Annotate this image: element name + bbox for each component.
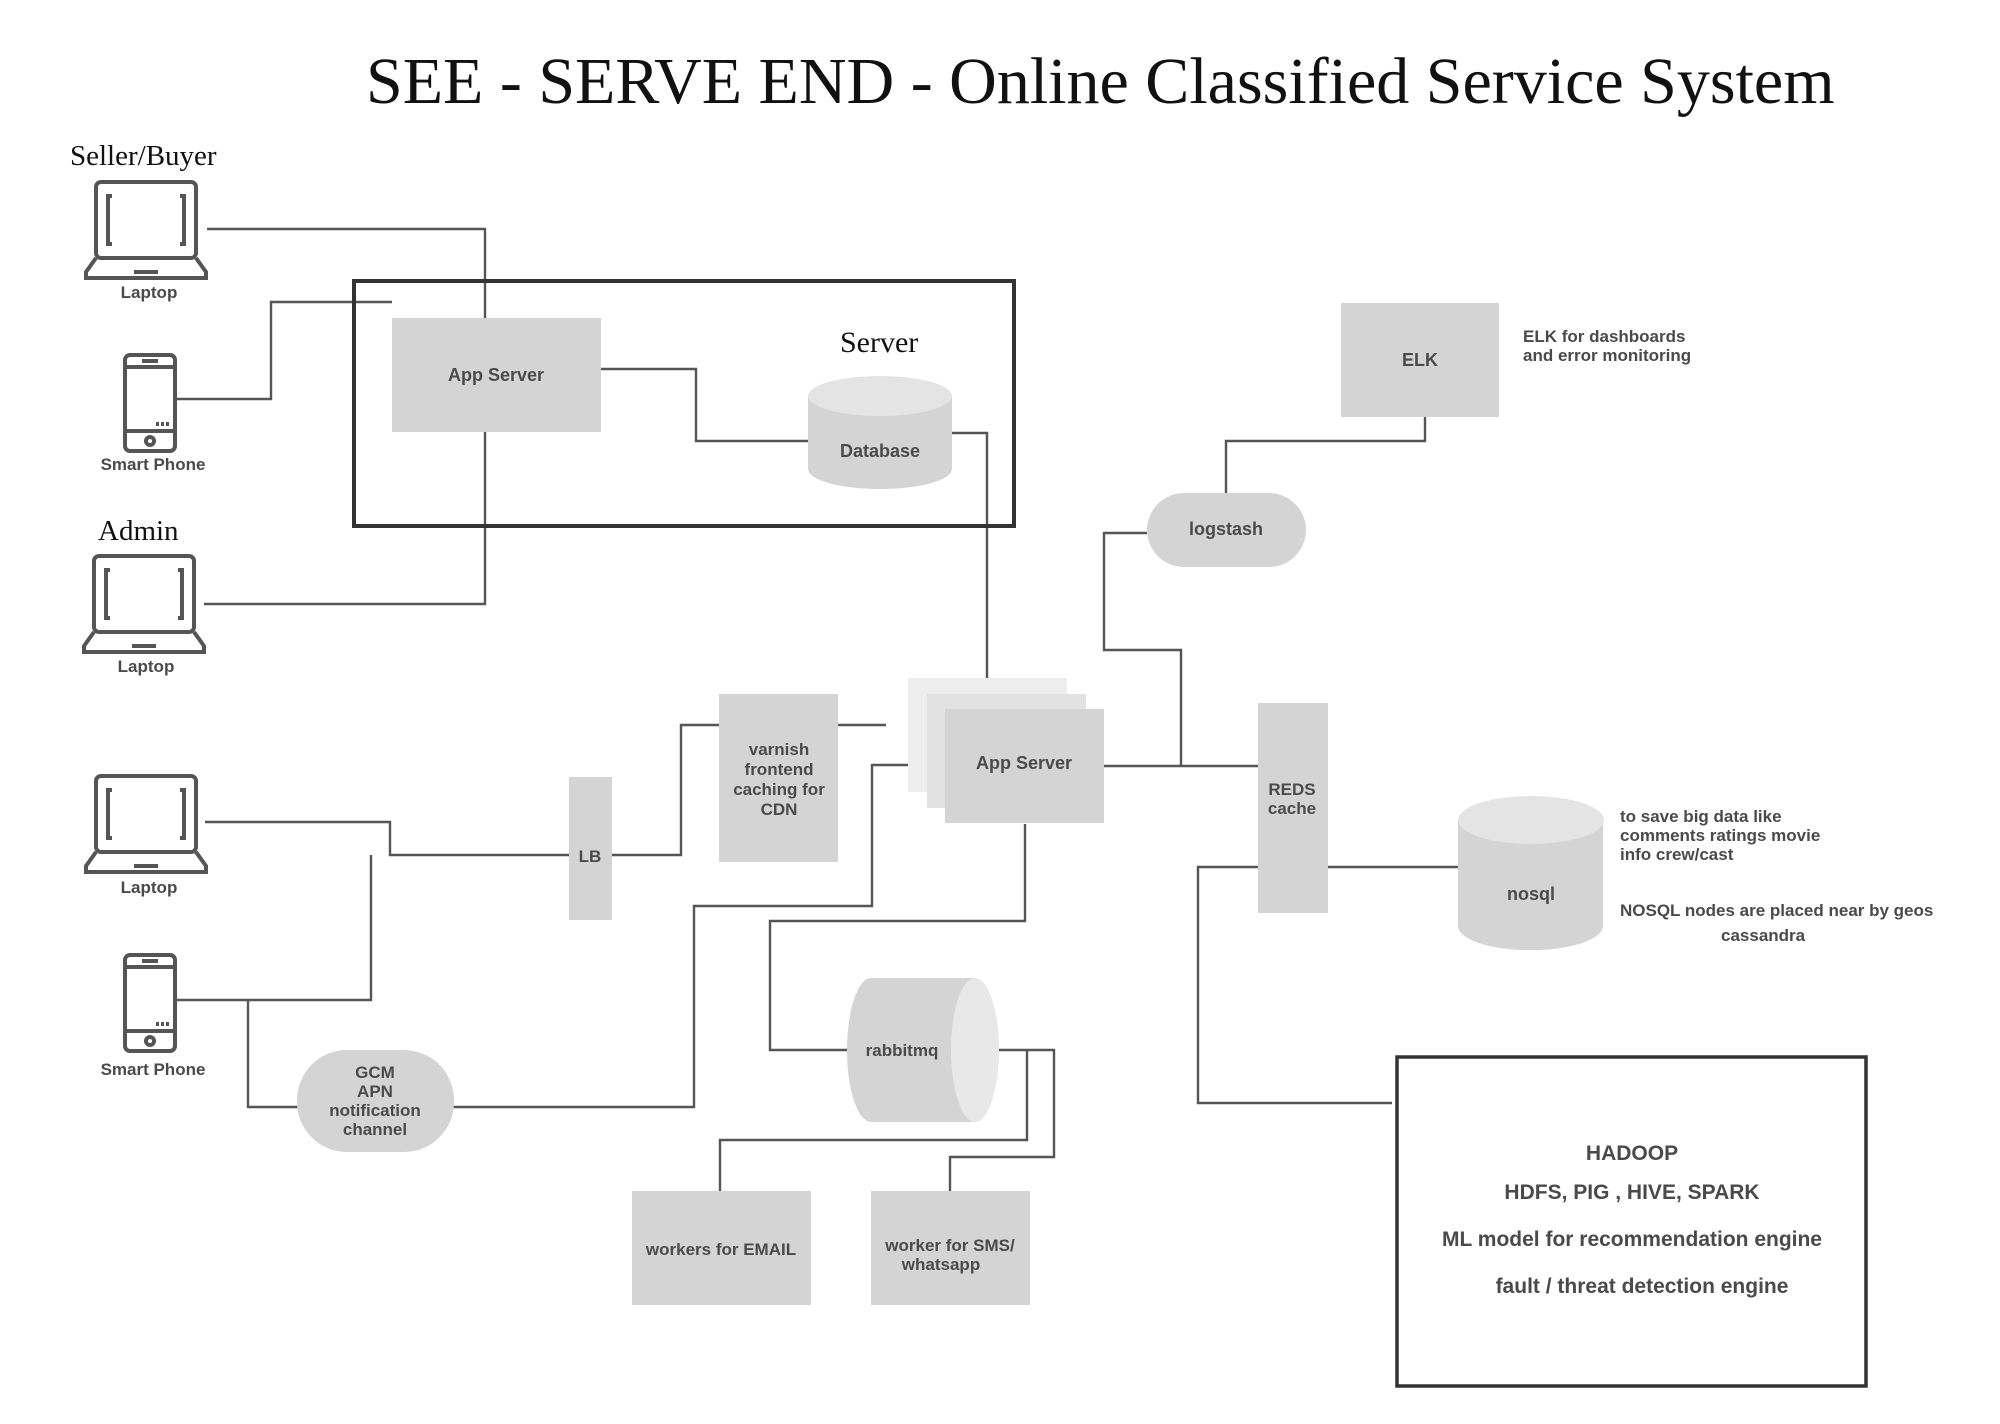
smartphone-2-label: Smart Phone <box>101 1060 206 1079</box>
admin-label: Admin <box>98 515 179 547</box>
gcm-label-line-1: GCM <box>355 1063 395 1082</box>
reds-cache-node[interactable] <box>1258 703 1328 913</box>
hadoop-line-3: fault / threat detection engine <box>1496 1275 1789 1298</box>
logstash-node[interactable] <box>1147 493 1306 567</box>
laptop-admin-label: Laptop <box>118 657 175 676</box>
elk-label: ELK <box>1402 350 1438 370</box>
laptop-1-label: Laptop <box>121 283 178 302</box>
gcm-label-line-3: notification <box>329 1101 421 1120</box>
server-container <box>352 279 1016 528</box>
worker-sms-label-line-1: worker for SMS/ <box>884 1236 1015 1255</box>
rabbitmq-label: rabbitmq <box>866 1041 939 1060</box>
varnish-label-line-4: CDN <box>761 800 798 819</box>
seller-buyer-label: Seller/Buyer <box>70 140 217 172</box>
elk-note-line-2: and error monitoring <box>1523 346 1691 365</box>
nosql-note-line-3: info crew/cast <box>1620 845 1734 864</box>
nosql-label: nosql <box>1507 884 1555 904</box>
app-server-top-label: App Server <box>448 365 544 385</box>
smartphone-icon[interactable] <box>123 953 177 1053</box>
reds-label-line-1: REDS <box>1268 780 1315 799</box>
nosql-note-line-1: to save big data like <box>1620 807 1782 826</box>
hadoop-line-1: HDFS, PIG , HIVE, SPARK <box>1504 1181 1759 1204</box>
cassandra-note: cassandra <box>1721 926 1806 945</box>
app-server-top[interactable] <box>392 318 601 432</box>
elk-node[interactable] <box>1341 303 1499 417</box>
connector-lines <box>176 227 1458 1191</box>
varnish-cache-node[interactable] <box>719 694 838 862</box>
logstash-label: logstash <box>1189 519 1263 539</box>
gcm-label-line-2: APN <box>357 1082 393 1101</box>
varnish-label-line-1: varnish <box>749 740 809 759</box>
laptop-2-label: Laptop <box>121 878 178 897</box>
nosql-geo-note: NOSQL nodes are placed near by geos <box>1620 901 1933 920</box>
database-cylinder[interactable] <box>808 376 952 489</box>
rabbitmq-queue[interactable] <box>847 978 999 1122</box>
worker-sms-node[interactable] <box>871 1191 1030 1305</box>
nosql-cylinder[interactable] <box>1458 796 1604 951</box>
smartphone-1-label: Smart Phone <box>101 455 206 474</box>
laptop-icon[interactable] <box>82 554 206 654</box>
varnish-label-line-2: frontend <box>745 760 814 779</box>
database-label: Database <box>840 441 920 461</box>
laptop-icon[interactable] <box>84 180 208 280</box>
smartphone-icon[interactable] <box>123 353 177 453</box>
gcm-apn-node[interactable] <box>297 1050 454 1152</box>
nosql-note-line-2: comments ratings movie <box>1620 826 1820 845</box>
worker-sms-label-line-2: whatsapp <box>901 1255 980 1274</box>
diagram-title: SEE - SERVE END - Online Classified Serv… <box>366 45 1835 118</box>
reds-label-line-2: cache <box>1268 799 1316 818</box>
app-server-main-label: App Server <box>976 753 1072 773</box>
varnish-label-line-3: caching for <box>733 780 825 799</box>
laptop-icon[interactable] <box>84 774 208 874</box>
server-label: Server <box>840 326 918 359</box>
hadoop-line-2: ML model for recommendation engine <box>1442 1228 1822 1251</box>
elk-note-line-1: ELK for dashboards <box>1523 327 1685 346</box>
hadoop-box[interactable] <box>1395 1055 1868 1388</box>
app-server-stack[interactable] <box>908 678 1104 823</box>
gcm-label-line-4: channel <box>343 1120 407 1139</box>
hadoop-title: HADOOP <box>1586 1142 1678 1165</box>
workers-email-node[interactable] <box>632 1191 811 1305</box>
lb-label: LB <box>579 847 602 866</box>
load-balancer-node[interactable] <box>569 777 612 920</box>
workers-email-label: workers for EMAIL <box>645 1240 796 1259</box>
